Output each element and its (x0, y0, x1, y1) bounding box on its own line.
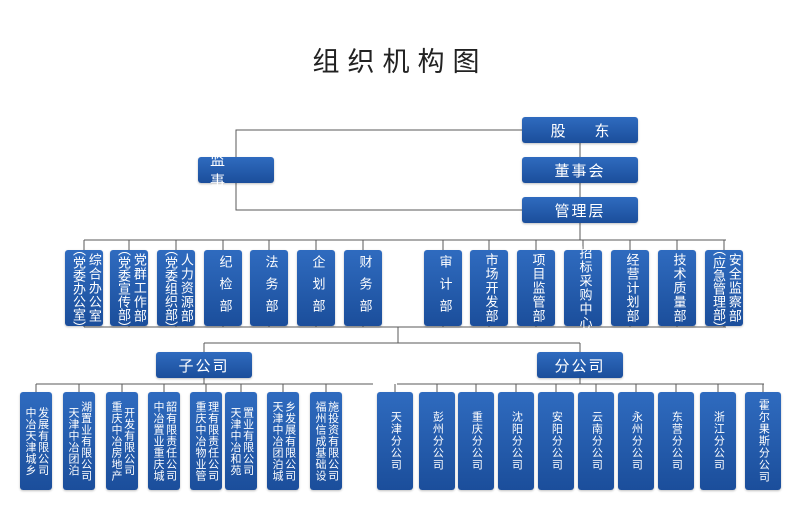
department-box: 企划部 (297, 250, 335, 326)
subsidiary-box: 中冶天津城乡发展有限公司 (20, 392, 52, 490)
department-label: 纪检部 (216, 255, 232, 321)
page-title: 组织机构图 (312, 47, 488, 78)
department-box: 审计部 (424, 250, 462, 326)
subsidiary-label: 天津中冶团泊城 (271, 400, 284, 482)
subsidiary-box: 天津中冶团泊城乡发展有限公司 (267, 392, 299, 490)
branch-label: 沈阳分公司 (510, 411, 524, 471)
board-box: 董事会 (522, 157, 638, 183)
branch-box: 云南分公司 (578, 392, 614, 490)
branch-label: 彭州分公司 (431, 411, 445, 471)
subsidiary-label: 施投资有限公司 (326, 400, 340, 482)
department-box: 项目监管部 (517, 250, 555, 326)
department-label: 法务部 (262, 255, 278, 321)
subsidiary-label: 韶有限责任公司 (164, 400, 178, 482)
department-label: 市场开发部 (482, 253, 498, 323)
subsidiary-label: 重庆中冶房地产 (110, 400, 123, 482)
branch-box: 安阳分公司 (538, 392, 574, 490)
department-note: （应急管理部） (709, 242, 725, 334)
department-box: 法务部 (250, 250, 288, 326)
supervisor-box: 监 事 (198, 151, 274, 190)
department-label: 经营计划部 (623, 253, 639, 323)
branch-label: 浙江分公司 (712, 411, 726, 471)
branch-box: 沈阳分公司 (498, 392, 534, 490)
subsidiaries-label: 子公司 (178, 356, 230, 375)
department-box: （党委组织部）人力资源部 (157, 243, 195, 334)
branch-label: 天津分公司 (389, 411, 403, 471)
subsidiaries-box: 子公司 (156, 352, 252, 378)
branch-label: 重庆分公司 (470, 411, 484, 471)
department-label: 项目监管部 (529, 253, 545, 323)
branch-label: 安阳分公司 (550, 411, 564, 471)
department-label: 审计部 (436, 255, 452, 321)
subsidiary-label: 置业有限公司 (241, 406, 255, 476)
subsidiary-label: 湖置业有限公司 (79, 400, 93, 482)
subsidiary-label: 福州信成基础设 (314, 400, 327, 482)
subsidiary-box: 福州信成基础设施投资有限公司 (310, 392, 342, 490)
subsidiary-label: 理有限责任公司 (206, 400, 220, 482)
department-label: 人力资源部 (177, 253, 193, 323)
department-label: 党群工作部 (130, 253, 146, 323)
subsidiary-label: 天津中冶和苑 (229, 406, 242, 476)
department-note: （党委宣传部） (114, 242, 130, 334)
management-box: 管理层 (522, 197, 638, 223)
subsidiary-box: 重庆中冶物业管理有限责任公司 (190, 392, 222, 490)
branch-box: 霍尔果斯分公司 (745, 392, 781, 490)
department-label: 财务部 (356, 255, 372, 321)
shareholders-label: 股 东 (550, 121, 622, 140)
subsidiary-label: 中冶天津城乡 (24, 406, 37, 476)
board-label: 董事会 (554, 161, 606, 180)
branches-box: 分公司 (537, 352, 623, 378)
supervisor-label: 监 事 (210, 151, 238, 190)
branch-box: 东营分公司 (658, 392, 694, 490)
department-box: 纪检部 (204, 250, 242, 326)
subsidiary-label: 发展有限公司 (36, 406, 50, 476)
branch-label: 永州分公司 (630, 411, 644, 471)
branch-label: 云南分公司 (590, 411, 604, 471)
department-box: 财务部 (344, 250, 382, 326)
department-box: 市场开发部 (470, 250, 508, 326)
subsidiary-box: 中冶置业重庆城韶有限责任公司 (148, 392, 180, 490)
department-box: 招标采购中心 (564, 246, 602, 330)
department-box: （党委办公室）综合办公室 (65, 243, 103, 334)
branch-label: 霍尔果斯分公司 (757, 399, 771, 483)
subsidiary-label: 中冶置业重庆城 (152, 400, 165, 482)
department-box: （应急管理部）安全监察部 (705, 243, 743, 334)
branch-box: 永州分公司 (618, 392, 654, 490)
subsidiary-box: 重庆中冶房地产开发有限公司 (106, 392, 138, 490)
department-box: 技术质量部 (658, 250, 696, 326)
branch-box: 天津分公司 (377, 392, 413, 490)
department-box: （党委宣传部）党群工作部 (110, 243, 148, 334)
branches-label: 分公司 (554, 356, 606, 375)
subsidiary-box: 天津中冶和苑置业有限公司 (225, 392, 257, 490)
branch-box: 浙江分公司 (700, 392, 736, 490)
department-label: 技术质量部 (670, 253, 686, 323)
management-label: 管理层 (554, 201, 606, 220)
shareholders-box: 股 东 (522, 117, 638, 143)
branch-label: 东营分公司 (670, 411, 684, 471)
department-box: 经营计划部 (611, 250, 649, 326)
department-label: 综合办公室 (85, 253, 101, 323)
department-label: 安全监察部 (725, 253, 741, 323)
subsidiary-box: 天津中冶团泊湖置业有限公司 (63, 392, 95, 490)
subsidiary-label: 天津中冶团泊 (67, 406, 80, 476)
subsidiary-label: 重庆中冶物业管 (194, 400, 207, 482)
department-label: 企划部 (309, 255, 325, 321)
branch-box: 彭州分公司 (419, 392, 455, 490)
department-note: （党委组织部） (161, 242, 177, 334)
subsidiary-label: 开发有限公司 (122, 406, 136, 476)
department-note: （党委办公室） (69, 242, 85, 334)
department-label: 招标采购中心 (576, 246, 592, 330)
branch-box: 重庆分公司 (458, 392, 494, 490)
subsidiary-label: 乡发展有限公司 (283, 400, 297, 482)
